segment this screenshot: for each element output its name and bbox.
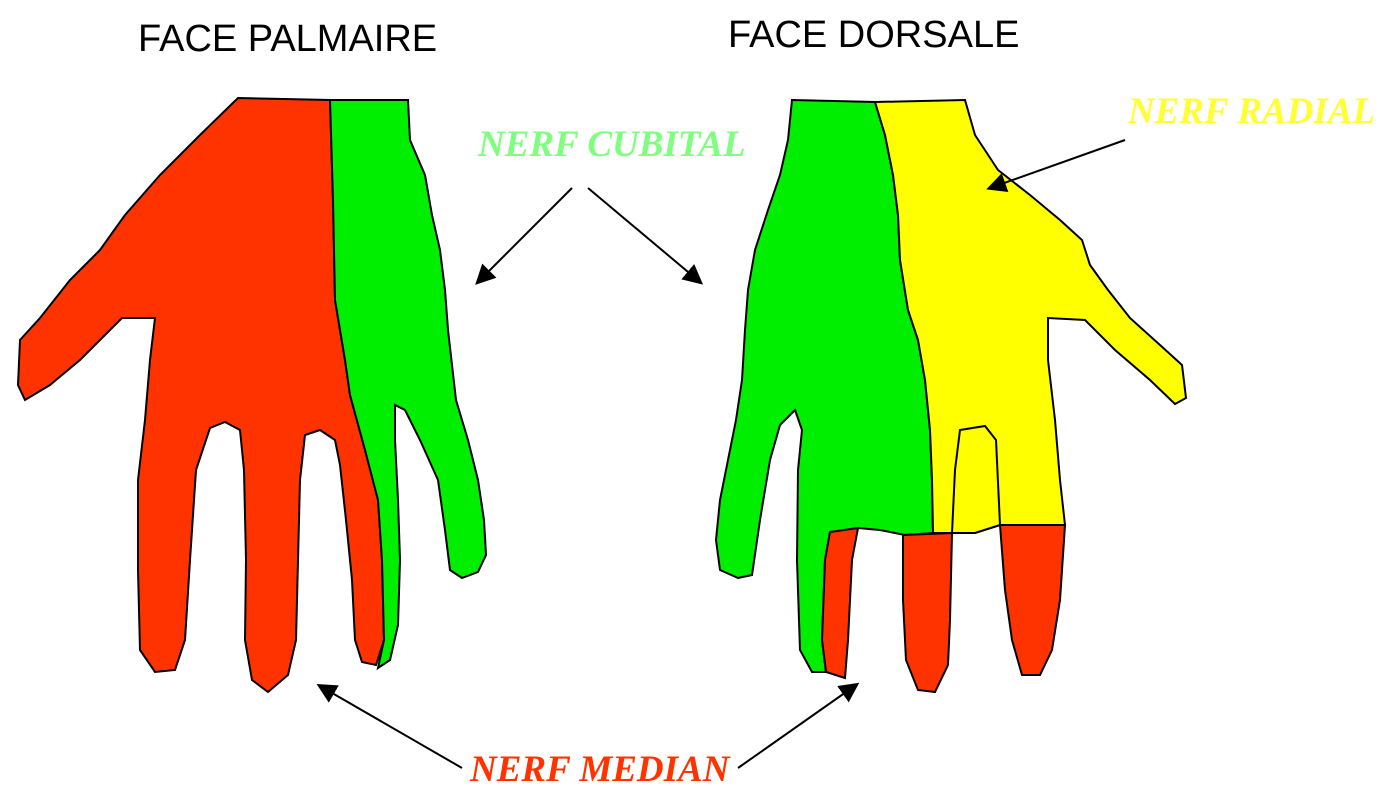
arrow-radial bbox=[990, 140, 1125, 188]
nerf-median-label: NERF MEDIAN bbox=[470, 748, 729, 791]
nerf-cubital-label: NERF CUBITAL bbox=[478, 123, 746, 166]
palmar-hand bbox=[18, 98, 486, 692]
nerf-radial-label: NERF RADIAL bbox=[1128, 90, 1375, 133]
dorsal-median-tip-middle bbox=[903, 533, 952, 692]
arrow-cubital-dorsal bbox=[588, 188, 700, 282]
arrow-median-dorsal bbox=[738, 685, 856, 768]
dorsal-median-tip-ring bbox=[822, 528, 858, 678]
dorsal-hand bbox=[716, 100, 1186, 692]
arrow-cubital-palmar bbox=[478, 188, 572, 282]
dorsal-median-tip-index bbox=[1000, 525, 1065, 675]
palmar-median-area bbox=[18, 98, 384, 692]
arrow-median-palmar bbox=[320, 686, 462, 768]
